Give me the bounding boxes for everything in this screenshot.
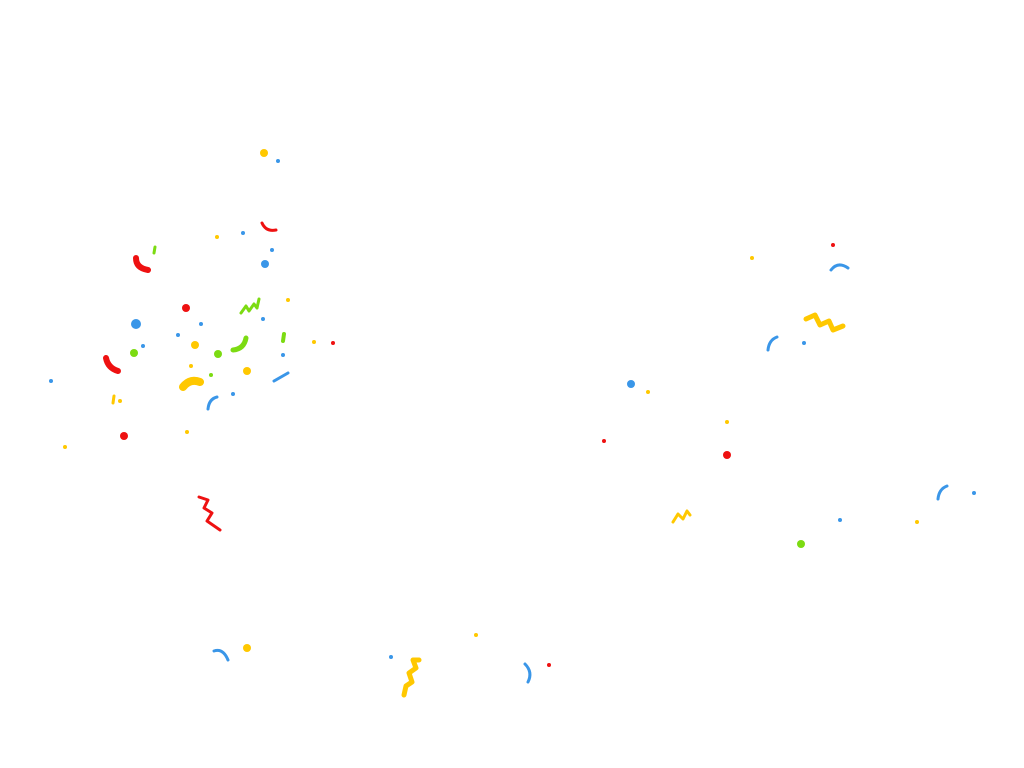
confetti-streamer	[239, 297, 261, 315]
confetti-ribbon	[936, 484, 949, 501]
confetti-dot	[802, 341, 806, 345]
confetti-dot	[261, 260, 269, 268]
confetti-dot	[260, 149, 268, 157]
confetti-dot	[312, 340, 316, 344]
confetti-ribbon	[179, 376, 204, 391]
confetti-dot	[915, 520, 919, 524]
confetti-dot	[725, 420, 729, 424]
confetti-dot	[191, 341, 199, 349]
confetti-dot	[972, 491, 976, 495]
confetti-dot	[215, 235, 219, 239]
confetti-dot	[286, 298, 290, 302]
confetti-dot	[214, 350, 222, 358]
confetti-dot	[243, 644, 251, 652]
confetti-dot	[120, 432, 128, 440]
confetti-ribbon	[766, 335, 779, 352]
confetti-streamer	[803, 312, 846, 333]
confetti-dot	[185, 430, 189, 434]
confetti-ribbon	[206, 395, 219, 411]
confetti-dot	[231, 392, 235, 396]
confetti-ribbon	[281, 332, 286, 343]
confetti-ribbon	[133, 255, 151, 273]
confetti-dot	[602, 439, 606, 443]
confetti-ribbon	[260, 221, 278, 232]
confetti-ribbon	[111, 394, 116, 405]
confetti-ribbon	[272, 371, 290, 383]
confetti-dot	[261, 317, 265, 321]
confetti-dot	[646, 390, 650, 394]
confetti-dot	[63, 445, 67, 449]
confetti-streamer	[671, 509, 692, 524]
confetti-ribbon	[523, 662, 532, 684]
confetti-dot	[118, 399, 122, 403]
confetti-dot	[199, 322, 203, 326]
confetti-dot	[831, 243, 835, 247]
confetti-dot	[176, 333, 180, 337]
confetti-streamer	[401, 657, 422, 698]
confetti-dot	[270, 248, 274, 252]
confetti-dot	[243, 367, 251, 375]
confetti-ribbon	[212, 648, 230, 662]
confetti-dot	[141, 344, 145, 348]
confetti-dot	[627, 380, 635, 388]
confetti-dot	[182, 304, 190, 312]
confetti-dot	[241, 231, 245, 235]
confetti-dot	[130, 349, 138, 357]
confetti-dot	[131, 319, 141, 329]
confetti-ribbon	[103, 355, 121, 374]
confetti-dot	[838, 518, 842, 522]
confetti-dot	[750, 256, 754, 260]
confetti-dot	[797, 540, 805, 548]
confetti-dot	[474, 633, 478, 637]
confetti-dot	[281, 353, 285, 357]
confetti-ribbon	[829, 263, 850, 272]
confetti-ribbon	[230, 335, 249, 353]
confetti-dot	[49, 379, 53, 383]
confetti-dot	[276, 159, 280, 163]
confetti-dot	[189, 364, 193, 368]
confetti-dot	[723, 451, 731, 459]
confetti-streamer	[197, 495, 222, 532]
confetti-dot	[209, 373, 213, 377]
confetti-dot	[547, 663, 551, 667]
confetti-dot	[389, 655, 393, 659]
confetti-dot	[331, 341, 335, 345]
confetti-ribbon	[152, 245, 157, 255]
